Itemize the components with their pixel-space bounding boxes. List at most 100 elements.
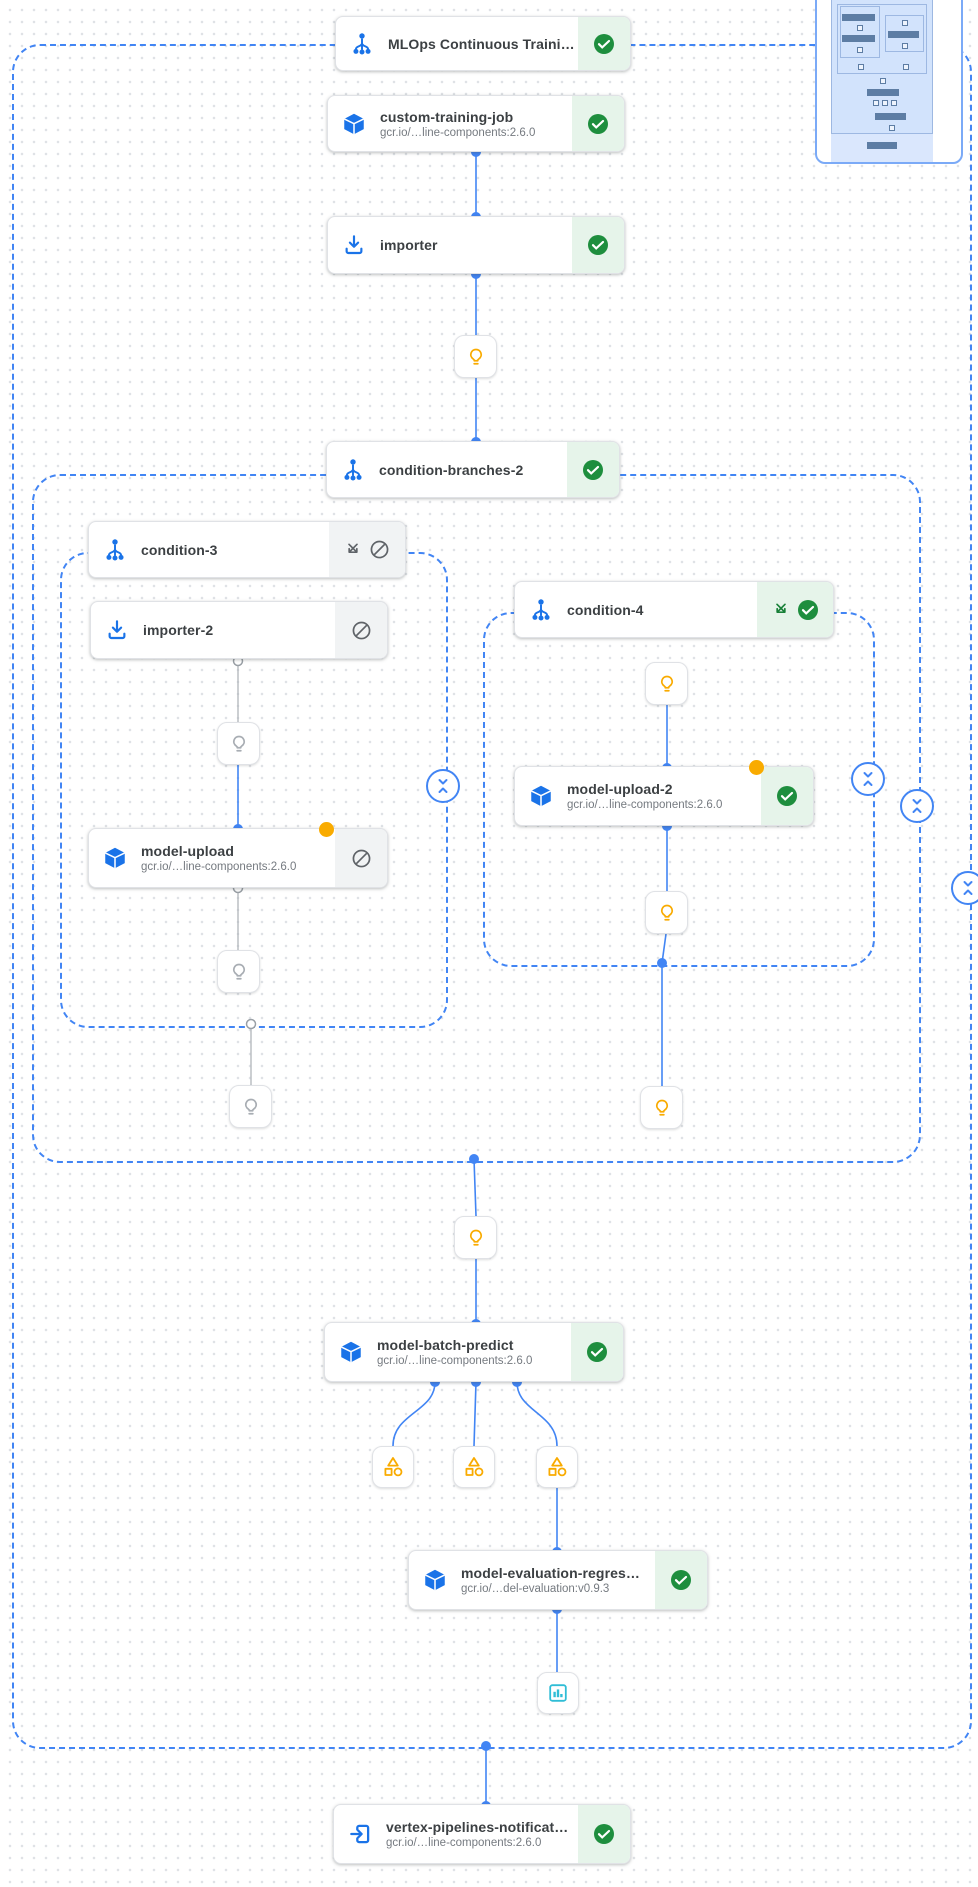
collapse-group-button[interactable] <box>951 871 978 905</box>
node-title: model-upload-2 <box>567 781 673 797</box>
parameter-marker[interactable] <box>454 1216 497 1259</box>
status-badge <box>335 829 387 887</box>
parameter-marker[interactable] <box>640 1086 683 1129</box>
minimap-node <box>842 35 875 42</box>
artifact-marker[interactable] <box>453 1446 495 1488</box>
condition-tree-icon <box>515 597 567 623</box>
notification-dot <box>749 760 764 775</box>
cube-icon <box>89 845 141 871</box>
collapse-group-button[interactable] <box>851 762 885 796</box>
node-title: vertex-pipelines-notificat… <box>386 1819 569 1835</box>
node-model-upload-2[interactable]: model-upload-2 gcr.io/…line-components:2… <box>514 766 814 826</box>
minimap-node <box>875 113 906 120</box>
status-badge <box>655 1551 707 1609</box>
artifact-marker[interactable] <box>536 1446 578 1488</box>
minimap-node <box>842 14 875 21</box>
check-circle-icon <box>588 235 608 255</box>
minimap-marker <box>882 100 888 106</box>
node-title: model-evaluation-regres… <box>461 1565 640 1581</box>
lightbulb-icon <box>655 1099 668 1116</box>
status-badge <box>578 17 630 70</box>
minimap-node <box>867 89 899 96</box>
parameter-marker[interactable] <box>645 662 688 705</box>
condition-tree-icon <box>327 457 379 483</box>
parameter-marker-skipped[interactable] <box>229 1085 272 1128</box>
node-title: MLOps Continuous Traini… <box>388 35 574 52</box>
minimap-marker <box>902 43 908 49</box>
node-subtitle: gcr.io/…line-components:2.6.0 <box>377 1355 533 1367</box>
node-title: condition-4 <box>567 601 644 618</box>
node-importer-2[interactable]: importer-2 <box>90 601 388 659</box>
status-badge <box>572 217 624 273</box>
minimap[interactable] <box>815 0 963 164</box>
branch-split-icon <box>348 543 358 553</box>
skipped-icon <box>352 849 370 867</box>
minimap-node <box>888 31 919 38</box>
parameter-marker[interactable] <box>454 335 497 378</box>
lightbulb-icon <box>469 348 482 365</box>
check-circle-icon <box>797 599 818 620</box>
status-badge <box>335 602 387 658</box>
check-circle-icon <box>594 1824 614 1844</box>
minimap-marker <box>902 20 908 26</box>
node-custom-training-job[interactable]: custom-training-job gcr.io/…line-compone… <box>327 95 625 152</box>
node-mlops-root[interactable]: MLOps Continuous Traini… <box>335 16 631 71</box>
skipped-icon <box>370 540 389 559</box>
minimap-marker <box>858 64 864 70</box>
check-circle-icon <box>777 786 797 806</box>
node-subtitle: gcr.io/…line-components:2.6.0 <box>386 1837 542 1849</box>
cube-icon <box>515 783 567 809</box>
status-badge <box>329 522 405 577</box>
node-title: model-upload <box>141 843 234 859</box>
node-subtitle: gcr.io/…line-components:2.6.0 <box>380 126 536 139</box>
node-subtitle: gcr.io/…del-evaluation:v0.9.3 <box>461 1583 610 1595</box>
node-subtitle: gcr.io/…line-components:2.6.0 <box>141 861 297 873</box>
metrics-artifact-marker[interactable] <box>537 1672 579 1714</box>
node-condition-branches-2[interactable]: condition-branches-2 <box>326 441 620 498</box>
parameter-marker[interactable] <box>645 891 688 934</box>
cube-icon <box>325 1339 377 1365</box>
collapse-chevrons-icon <box>438 779 448 793</box>
status-badge <box>572 96 624 151</box>
check-circle-icon <box>671 1570 691 1590</box>
lightbulb-icon <box>660 675 673 692</box>
status-badge <box>757 582 833 637</box>
node-importer[interactable]: importer <box>327 216 625 274</box>
status-badge <box>578 1805 630 1863</box>
node-subtitle: gcr.io/…line-components:2.6.0 <box>567 799 723 811</box>
node-title: importer-2 <box>143 622 214 638</box>
parameter-marker-skipped[interactable] <box>217 950 260 993</box>
parameter-marker-skipped[interactable] <box>217 722 260 765</box>
node-vertex-pipelines-notification[interactable]: vertex-pipelines-notificat… gcr.io/…line… <box>333 1804 631 1864</box>
check-circle-icon <box>588 113 608 134</box>
minimap-marker <box>880 78 886 84</box>
metrics-chart-icon <box>549 1684 567 1702</box>
lightbulb-icon <box>232 963 245 980</box>
lightbulb-icon <box>660 904 673 921</box>
lightbulb-icon <box>469 1229 482 1246</box>
status-badge <box>761 767 813 825</box>
collapse-chevrons-icon <box>912 799 922 813</box>
node-condition-3[interactable]: condition-3 <box>88 521 406 578</box>
node-condition-4[interactable]: condition-4 <box>514 581 834 638</box>
download-icon <box>328 232 380 258</box>
minimap-node <box>867 142 897 149</box>
minimap-marker <box>891 100 897 106</box>
lightbulb-icon <box>232 735 245 752</box>
notification-dot <box>319 822 334 837</box>
check-circle-icon <box>587 1342 607 1362</box>
collapse-group-button[interactable] <box>426 769 460 803</box>
artifact-marker[interactable] <box>372 1446 414 1488</box>
skipped-icon <box>352 621 370 639</box>
node-title: custom-training-job <box>380 108 514 125</box>
node-model-batch-predict[interactable]: model-batch-predict gcr.io/…line-compone… <box>324 1322 624 1382</box>
check-circle-icon <box>583 459 603 480</box>
node-model-upload[interactable]: model-upload gcr.io/…line-components:2.6… <box>88 828 388 888</box>
collapse-group-button[interactable] <box>900 789 934 823</box>
node-model-evaluation-regression[interactable]: model-evaluation-regres… gcr.io/…del-eva… <box>408 1550 708 1610</box>
minimap-marker <box>873 100 879 106</box>
minimap-marker <box>903 64 909 70</box>
minimap-marker <box>857 25 863 31</box>
